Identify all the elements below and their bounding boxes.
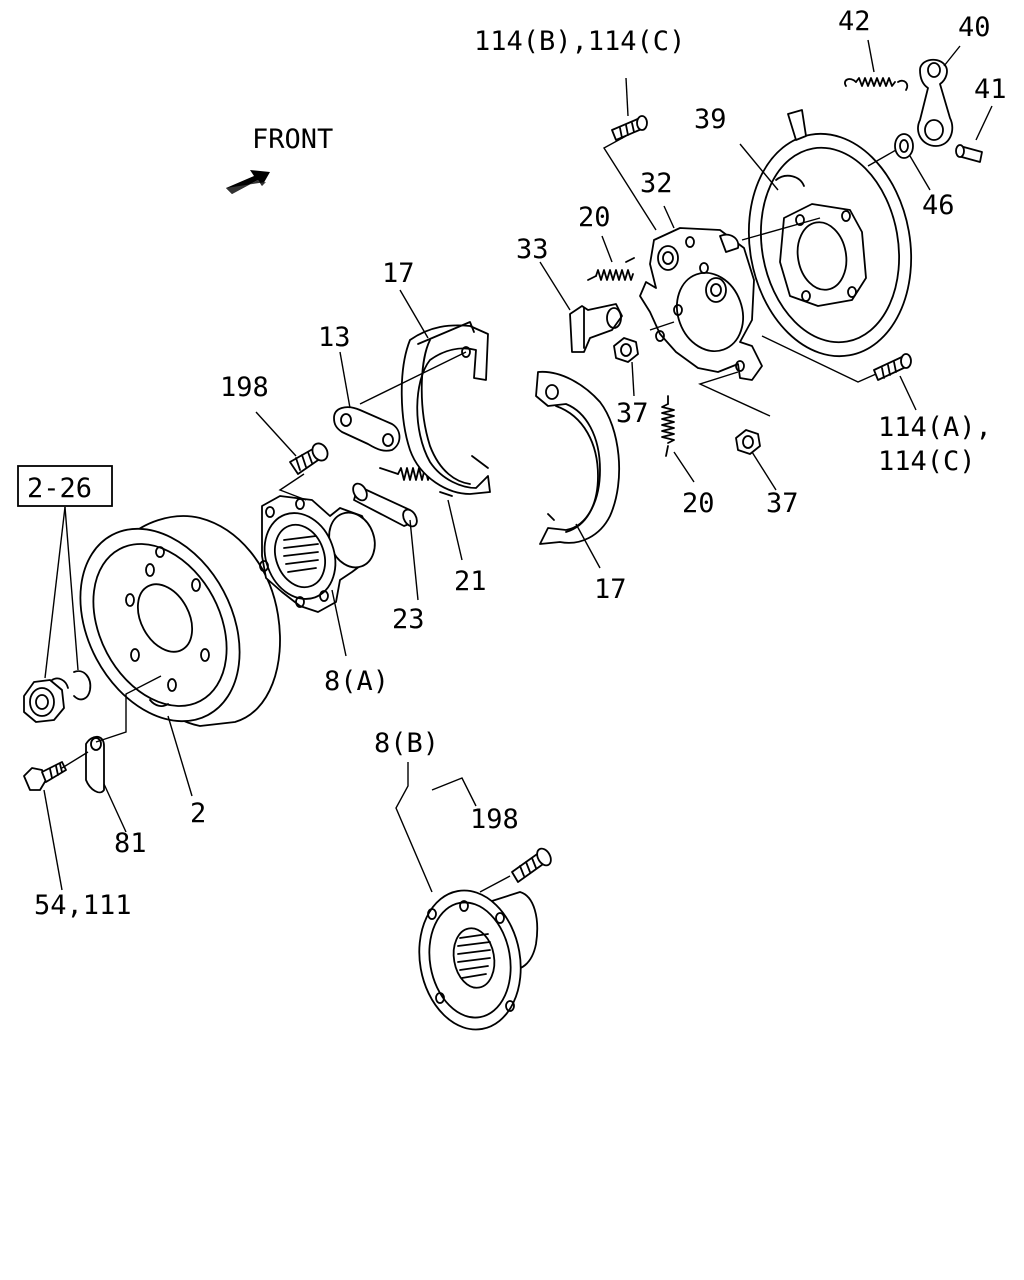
nut-right — [735, 429, 761, 455]
lever-arm — [917, 58, 954, 147]
callout-39: 39 — [694, 104, 727, 135]
callout-17-bottom: 17 — [594, 574, 627, 605]
brake-shoe-lower — [535, 371, 621, 545]
brake-lever — [569, 303, 623, 353]
link-plate — [333, 406, 401, 452]
nut-left — [613, 337, 639, 363]
front-arrow-icon — [226, 170, 270, 194]
callout-20-bottom: 20 — [682, 488, 715, 519]
wheel-stud-top — [289, 442, 329, 475]
callout-54-111: 54,111 — [34, 890, 132, 921]
brake-drum — [79, 515, 281, 727]
callout-37-left: 37 — [616, 398, 649, 429]
callout-46: 46 — [922, 190, 955, 221]
brake-shoe-upper — [400, 321, 491, 495]
callout-23: 23 — [392, 604, 425, 635]
bracket-clip — [85, 735, 105, 794]
callout-20-top: 20 — [578, 202, 611, 233]
callout-114a: 114(A), — [878, 412, 992, 443]
callout-198-bottom: 198 — [470, 804, 519, 835]
reference-box — [17, 465, 113, 507]
spring-42 — [844, 77, 909, 91]
callout-198-top: 198 — [220, 372, 269, 403]
stud-114a — [873, 353, 912, 381]
pin-41 — [955, 144, 983, 163]
return-spring-20-lower — [661, 395, 675, 457]
retaining-ring — [73, 670, 92, 701]
bolt — [23, 761, 67, 791]
callout-42: 42 — [838, 6, 871, 37]
wheel-stud-bottom — [511, 847, 552, 883]
adjuster-pin — [352, 482, 418, 528]
hub-flange-b — [418, 889, 539, 1031]
callout-114b-114c: 114(B),114(C) — [474, 26, 685, 57]
callout-37-right: 37 — [766, 488, 799, 519]
washer — [894, 133, 914, 159]
callout-21: 21 — [454, 566, 487, 597]
callout-114c: 114(C) — [878, 446, 976, 477]
callout-labels: FRONT 2-26 114(B),114(C) 42 40 41 39 46 … — [17, 6, 1007, 921]
callout-8a: 8(A) — [324, 666, 389, 697]
callout-2: 2 — [190, 798, 206, 829]
callout-8b: 8(B) — [374, 728, 439, 759]
callout-41: 41 — [974, 74, 1007, 105]
return-spring-20-upper — [587, 257, 635, 281]
callout-32: 32 — [640, 168, 673, 199]
front-label: FRONT — [252, 124, 333, 155]
callout-40: 40 — [958, 12, 991, 43]
hub-flange-a — [259, 495, 376, 613]
anchor-plate — [639, 227, 763, 381]
callout-33: 33 — [516, 234, 549, 265]
stud-114b — [611, 115, 648, 141]
callout-17-top: 17 — [382, 258, 415, 289]
callout-13: 13 — [318, 322, 351, 353]
hub-nut — [23, 677, 69, 723]
backing-plate — [747, 109, 913, 358]
leader-lines — [43, 39, 993, 893]
reference-box-label: 2-26 — [27, 473, 92, 504]
callout-81: 81 — [114, 828, 147, 859]
